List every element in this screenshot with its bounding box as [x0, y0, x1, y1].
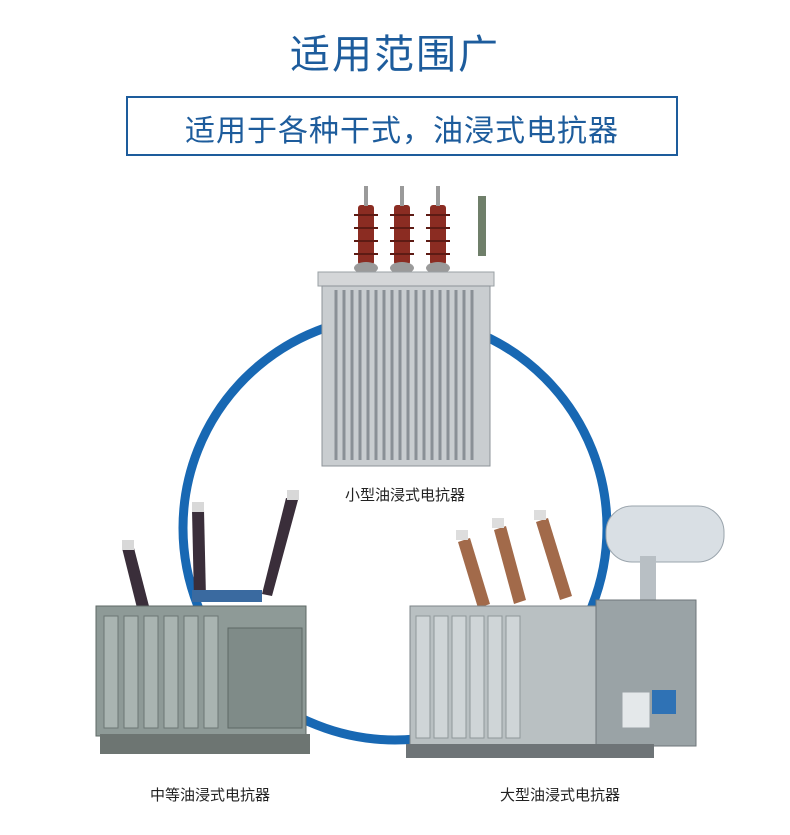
small-reactor-image — [317, 186, 495, 467]
medium-reactor-image — [95, 490, 310, 754]
large-reactor-caption: 大型油浸式电抗器 — [499, 786, 620, 804]
page-title: 适用范围广 — [290, 32, 500, 78]
small-reactor-caption: 小型油浸式电抗器 — [344, 486, 465, 504]
medium-reactor-caption: 中等油浸式电抗器 — [149, 786, 270, 804]
subtitle-frame: 适用于各种干式，油浸式电抗器 — [126, 96, 678, 156]
large-reactor-image — [406, 505, 725, 758]
page-subtitle: 适用于各种干式，油浸式电抗器 — [185, 114, 619, 149]
